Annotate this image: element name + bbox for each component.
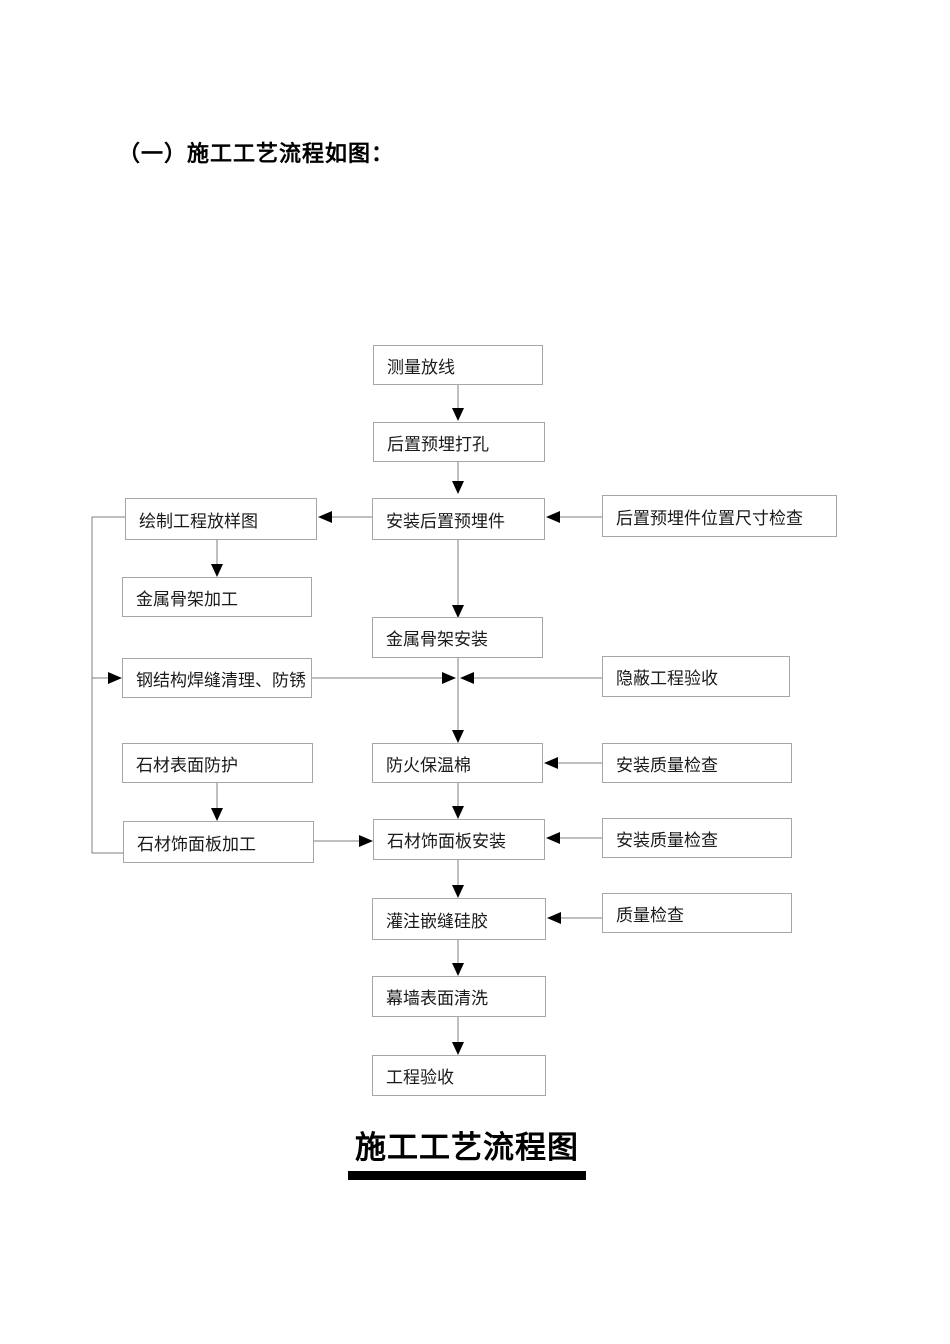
- flow-node-curtain-wall-cleaning: 幕墙表面清洗: [372, 976, 546, 1017]
- flow-node-drawing-layout: 绘制工程放样图: [125, 498, 317, 540]
- flow-node-frame-fabrication: 金属骨架加工: [122, 577, 312, 617]
- arrowhead-right: [108, 672, 122, 684]
- flow-node-install-quality-check-1: 安装质量检查: [602, 743, 792, 783]
- flow-node-project-acceptance: 工程验收: [372, 1055, 546, 1096]
- arrowhead-left: [544, 757, 558, 769]
- flowchart-caption: 施工工艺流程图: [348, 1122, 586, 1180]
- arrowhead-down: [211, 564, 223, 577]
- arrowhead-down: [452, 481, 464, 494]
- flow-node-weld-cleaning: 钢结构焊缝清理、防锈: [122, 658, 312, 698]
- flow-node-post-embed-drilling: 后置预埋打孔: [373, 422, 545, 462]
- arrowhead-down: [452, 963, 464, 976]
- flow-node-measure-layout: 测量放线: [373, 345, 543, 385]
- flow-node-fireproof-insulation: 防火保温棉: [372, 743, 543, 783]
- flowchart-caption-wrap: 施工工艺流程图: [348, 1122, 586, 1180]
- flow-node-frame-installation: 金属骨架安装: [372, 617, 543, 658]
- connector-lines: [91, 385, 602, 1042]
- flow-node-stone-panel-installation: 石材饰面板安装: [373, 819, 545, 860]
- arrowhead-left: [318, 511, 332, 523]
- arrowheads: [108, 408, 561, 1055]
- arrowhead-left: [546, 832, 560, 844]
- arrowhead-right: [442, 672, 456, 684]
- flow-node-sealant-injection: 灌注嵌缝硅胶: [372, 898, 546, 940]
- left-feedback-line: [91, 516, 125, 854]
- arrowhead-down: [211, 808, 223, 821]
- flow-node-embed-position-check: 后置预埋件位置尺寸检查: [602, 495, 837, 537]
- arrowhead-left: [460, 672, 474, 684]
- arrowhead-right: [359, 835, 373, 847]
- flow-node-install-quality-check-2: 安装质量检查: [602, 818, 792, 858]
- arrowhead-down: [452, 408, 464, 421]
- flow-node-install-embeds: 安装后置预埋件: [372, 498, 545, 540]
- arrowhead-down: [452, 806, 464, 819]
- flow-node-hidden-work-acceptance: 隐蔽工程验收: [602, 656, 790, 697]
- flow-node-quality-check: 质量检查: [602, 893, 792, 933]
- arrowhead-left: [546, 511, 560, 523]
- flow-node-stone-surface-protection: 石材表面防护: [122, 743, 313, 783]
- section-heading: （一）施工工艺流程如图：: [118, 141, 395, 166]
- arrowhead-down: [452, 605, 464, 618]
- arrowhead-down: [452, 885, 464, 898]
- arrowhead-down: [452, 1042, 464, 1055]
- arrowhead-down: [452, 730, 464, 743]
- arrowhead-left: [547, 912, 561, 924]
- flow-node-stone-panel-fabrication: 石材饰面板加工: [123, 821, 314, 863]
